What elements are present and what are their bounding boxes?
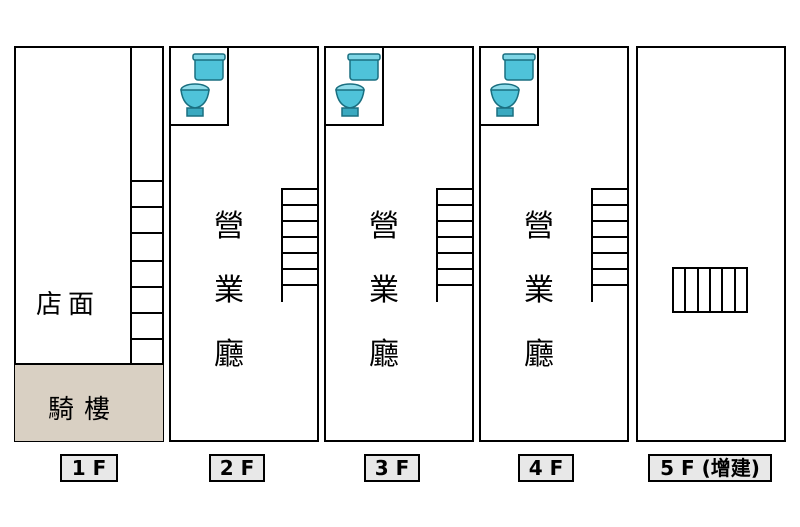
floor-4-restroom xyxy=(479,46,539,126)
floor-2-stair-icon xyxy=(281,188,319,302)
floor-5-label: 5 F (增建) xyxy=(648,454,772,482)
floor-1-stair-icon xyxy=(130,180,164,364)
floor-2-label: 2 F xyxy=(209,454,265,482)
floor-3-label: 3 F xyxy=(364,454,420,482)
shop-room-label: 店面 xyxy=(36,290,101,320)
floor-4-stair-icon xyxy=(591,188,629,302)
floor-3-restroom xyxy=(324,46,384,126)
floor-5-stair-icon xyxy=(672,267,748,313)
floor-5-plan xyxy=(636,46,786,442)
floor-4-label: 4 F xyxy=(518,454,574,482)
floor-3-hall-label: 營業廳 xyxy=(369,209,399,372)
arcade-area xyxy=(15,363,163,441)
floor-2-plan xyxy=(169,46,319,442)
toilet-icon xyxy=(180,53,226,117)
floor-2-restroom xyxy=(169,46,229,126)
floor-1-label: 1 F xyxy=(60,454,118,482)
floor-3-stair-icon xyxy=(436,188,474,302)
arcade-room-label: 騎樓 xyxy=(48,395,121,425)
floor-1-divider xyxy=(130,46,132,364)
toilet-icon xyxy=(335,53,381,117)
toilet-icon xyxy=(490,53,536,117)
floor-2-hall-label: 營業廳 xyxy=(214,209,244,372)
floor-4-hall-label: 營業廳 xyxy=(524,209,554,372)
